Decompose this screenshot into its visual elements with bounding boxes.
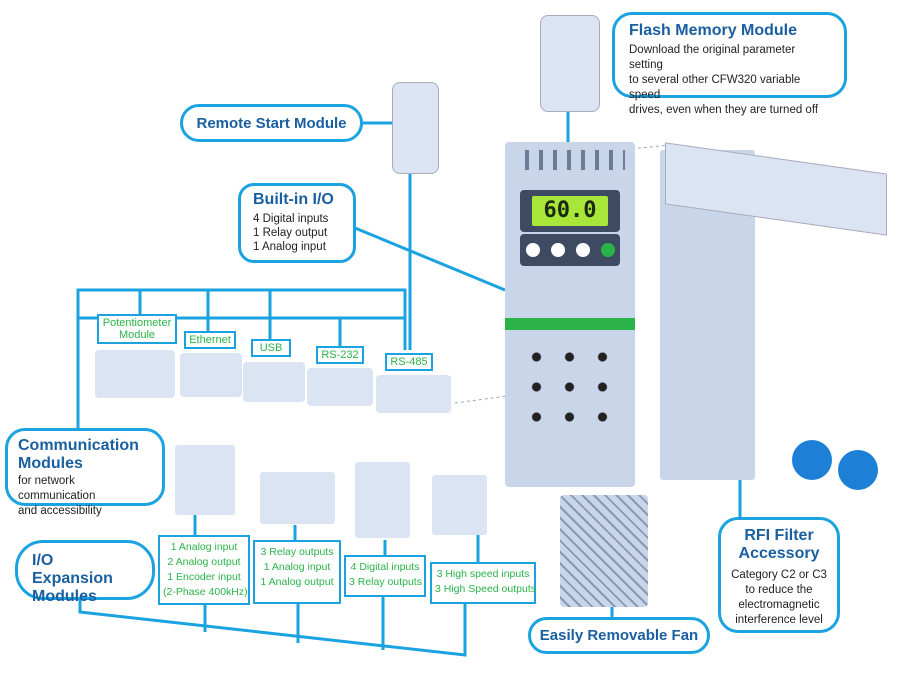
- communication-callout: Communication Modules for network commun…: [5, 428, 165, 517]
- io-expansion-title-line: Modules: [32, 588, 97, 605]
- rfi-filter-desc: Category C2 or C3 to reduce the electrom…: [731, 568, 827, 628]
- communication-desc: for network communication and accessibil…: [18, 474, 152, 519]
- rfi-title-line: RFI Filter: [744, 527, 814, 544]
- cfw320-drive: 60.0: [505, 142, 635, 487]
- io-spec-line: 3 High speed inputs: [436, 568, 530, 580]
- ethernet-tag: Ethernet: [184, 331, 236, 349]
- io-module-3: [355, 462, 410, 538]
- drive-top-vents: [515, 150, 625, 170]
- lcd-screen: 60.0: [532, 196, 608, 226]
- io-expansion-title-line: I/O Expansion: [32, 552, 113, 587]
- flash-desc-line: to several other CFW320 variable speed: [629, 74, 801, 101]
- communication-desc-line: for network communication: [18, 475, 96, 502]
- io-module-4: [432, 475, 487, 535]
- ferrite-core-1: [792, 440, 832, 480]
- remote-start-callout: Remote Start Module: [180, 104, 363, 142]
- down-key-icon[interactable]: [575, 243, 590, 257]
- io-spec-1: 1 Analog input 2 Analog output 1 Encoder…: [158, 535, 250, 605]
- builtin-desc-line: 1 Relay output: [253, 227, 328, 239]
- drive-display: 60.0: [520, 190, 620, 232]
- run-key-icon[interactable]: [600, 243, 615, 257]
- rfi-desc-line: to reduce the: [745, 584, 813, 596]
- io-module-1: [175, 445, 235, 515]
- flash-memory-callout: Flash Memory Module Download the origina…: [612, 12, 847, 116]
- communication-title-line: Communication: [18, 437, 139, 454]
- builtin-io-desc: 4 Digital inputs 1 Relay output 1 Analog…: [253, 212, 341, 254]
- flash-memory-desc: Download the original parameter setting …: [629, 43, 830, 118]
- ethernet-device: [180, 353, 242, 397]
- potentiometer-tag: Potentiometer Module: [97, 314, 177, 344]
- rfi-filter-callout: RFI Filter Accessory Category C2 or C3 t…: [718, 517, 840, 633]
- builtin-desc-line: 1 Analog input: [253, 241, 326, 253]
- p-key-icon[interactable]: [525, 243, 540, 257]
- io-spec-line: 2 Analog output: [167, 556, 241, 568]
- rs232-device: [307, 368, 373, 406]
- builtin-io-callout: Built-in I/O 4 Digital inputs 1 Relay ou…: [238, 183, 356, 263]
- io-module-2: [260, 472, 335, 524]
- builtin-io-title: Built-in I/O: [253, 191, 334, 208]
- communication-title-line: Modules: [18, 455, 83, 472]
- io-expansion-callout: I/O Expansion Modules: [15, 540, 155, 605]
- rfi-title-line: Accessory: [738, 545, 820, 562]
- flash-desc-line: drives, even when they are turned off: [629, 104, 819, 116]
- up-key-icon[interactable]: [550, 243, 565, 257]
- potentiometer-line: Module: [118, 329, 156, 341]
- rs485-device: [376, 375, 451, 413]
- io-spec-2: 3 Relay outputs 1 Analog input 1 Analog …: [253, 540, 341, 604]
- flash-memory-title: Flash Memory Module: [629, 22, 798, 39]
- io-spec-line: 1 Analog output: [260, 576, 334, 588]
- communication-title: Communication Modules: [18, 437, 152, 473]
- drive-keypad: [520, 234, 620, 266]
- flash-desc-line: Download the original parameter setting: [629, 44, 796, 71]
- usb-device: [243, 362, 305, 402]
- potentiometer-line: Potentiometer: [102, 317, 172, 329]
- io-spec-line: 1 Analog input: [170, 541, 238, 553]
- rfi-desc-line: electromagnetic: [738, 599, 820, 611]
- io-spec-line: 1 Analog input: [263, 561, 331, 573]
- rfi-desc-line: Category C2 or C3: [731, 569, 827, 581]
- io-spec-3: 4 Digital inputs 3 Relay outputs: [344, 555, 426, 597]
- communication-desc-line: and accessibility: [18, 505, 102, 517]
- removable-fan-callout: Easily Removable Fan: [528, 617, 710, 654]
- rfi-filter-title: RFI Filter Accessory: [731, 527, 827, 563]
- io-spec-line: 3 Relay outputs: [349, 576, 422, 588]
- fan-module: [560, 495, 648, 607]
- io-spec-line: 3 High Speed outputs: [435, 583, 536, 595]
- rs485-tag: RS-485: [385, 353, 433, 371]
- usb-tag: USB: [251, 339, 291, 357]
- ferrite-core-2: [838, 450, 878, 490]
- io-spec-line: 3 Relay outputs: [260, 546, 334, 558]
- rs232-tag: RS-232: [316, 346, 364, 364]
- io-spec-line: 1 Encoder input: [167, 571, 241, 583]
- terminal-strip: [505, 318, 635, 330]
- remote-start-keypad: [392, 82, 439, 174]
- io-spec-line: (2-Phase 400kHz): [163, 586, 248, 598]
- io-spec-4: 3 High speed inputs 3 High Speed outputs: [430, 562, 536, 604]
- drive-cutouts: [520, 342, 620, 432]
- io-spec-line: 4 Digital inputs: [350, 561, 420, 573]
- potentiometer-device: [95, 350, 175, 398]
- rfi-desc-line: interference level: [735, 614, 823, 626]
- builtin-desc-line: 4 Digital inputs: [253, 213, 329, 225]
- flash-memory-keypad: [540, 15, 600, 112]
- io-expansion-title: I/O Expansion Modules: [32, 552, 138, 606]
